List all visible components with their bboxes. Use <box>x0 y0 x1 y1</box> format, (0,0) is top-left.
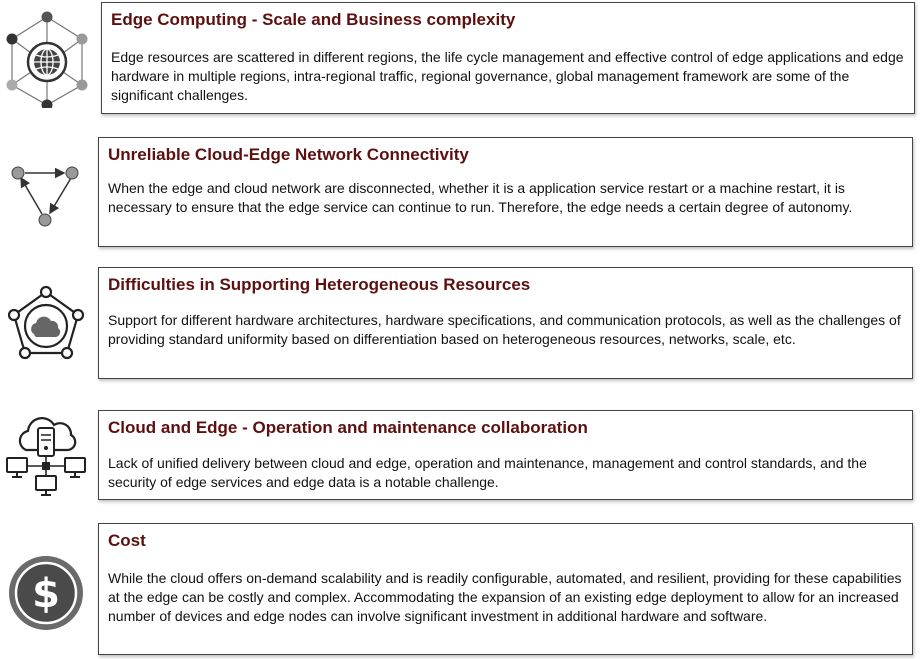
challenge-title: Cost <box>108 531 146 550</box>
svg-text:$: $ <box>32 571 60 617</box>
challenge-title: Edge Computing - Scale and Business comp… <box>111 10 516 29</box>
challenge-box: Difficulties in Supporting Heterogeneous… <box>98 267 913 379</box>
triangle-nodes-icon <box>4 160 90 232</box>
challenge-description: Support for different hardware architect… <box>108 312 901 347</box>
challenge-description: While the cloud offers on-demand scalabi… <box>108 570 902 624</box>
challenge-box: Unreliable Cloud-Edge Network Connectivi… <box>98 137 913 247</box>
challenge-description: When the edge and cloud network are disc… <box>108 180 853 215</box>
cloud-pentagon-icon <box>4 284 90 364</box>
challenge-box: Cost While the cloud offers on-demand sc… <box>98 523 913 655</box>
challenge-box: Cloud and Edge - Operation and maintenan… <box>98 410 913 500</box>
cloud-server-network-icon <box>4 414 90 504</box>
challenge-title: Difficulties in Supporting Heterogeneous… <box>108 275 531 294</box>
dollar-coin-icon: $ <box>4 555 90 635</box>
challenge-description: Edge resources are scattered in differen… <box>111 49 904 103</box>
challenge-title: Unreliable Cloud-Edge Network Connectivi… <box>108 145 469 164</box>
globe-network-icon <box>4 8 90 108</box>
challenge-description: Lack of unified delivery between cloud a… <box>108 455 867 490</box>
challenge-title: Cloud and Edge - Operation and maintenan… <box>108 418 588 437</box>
challenge-box: Edge Computing - Scale and Business comp… <box>101 2 915 114</box>
